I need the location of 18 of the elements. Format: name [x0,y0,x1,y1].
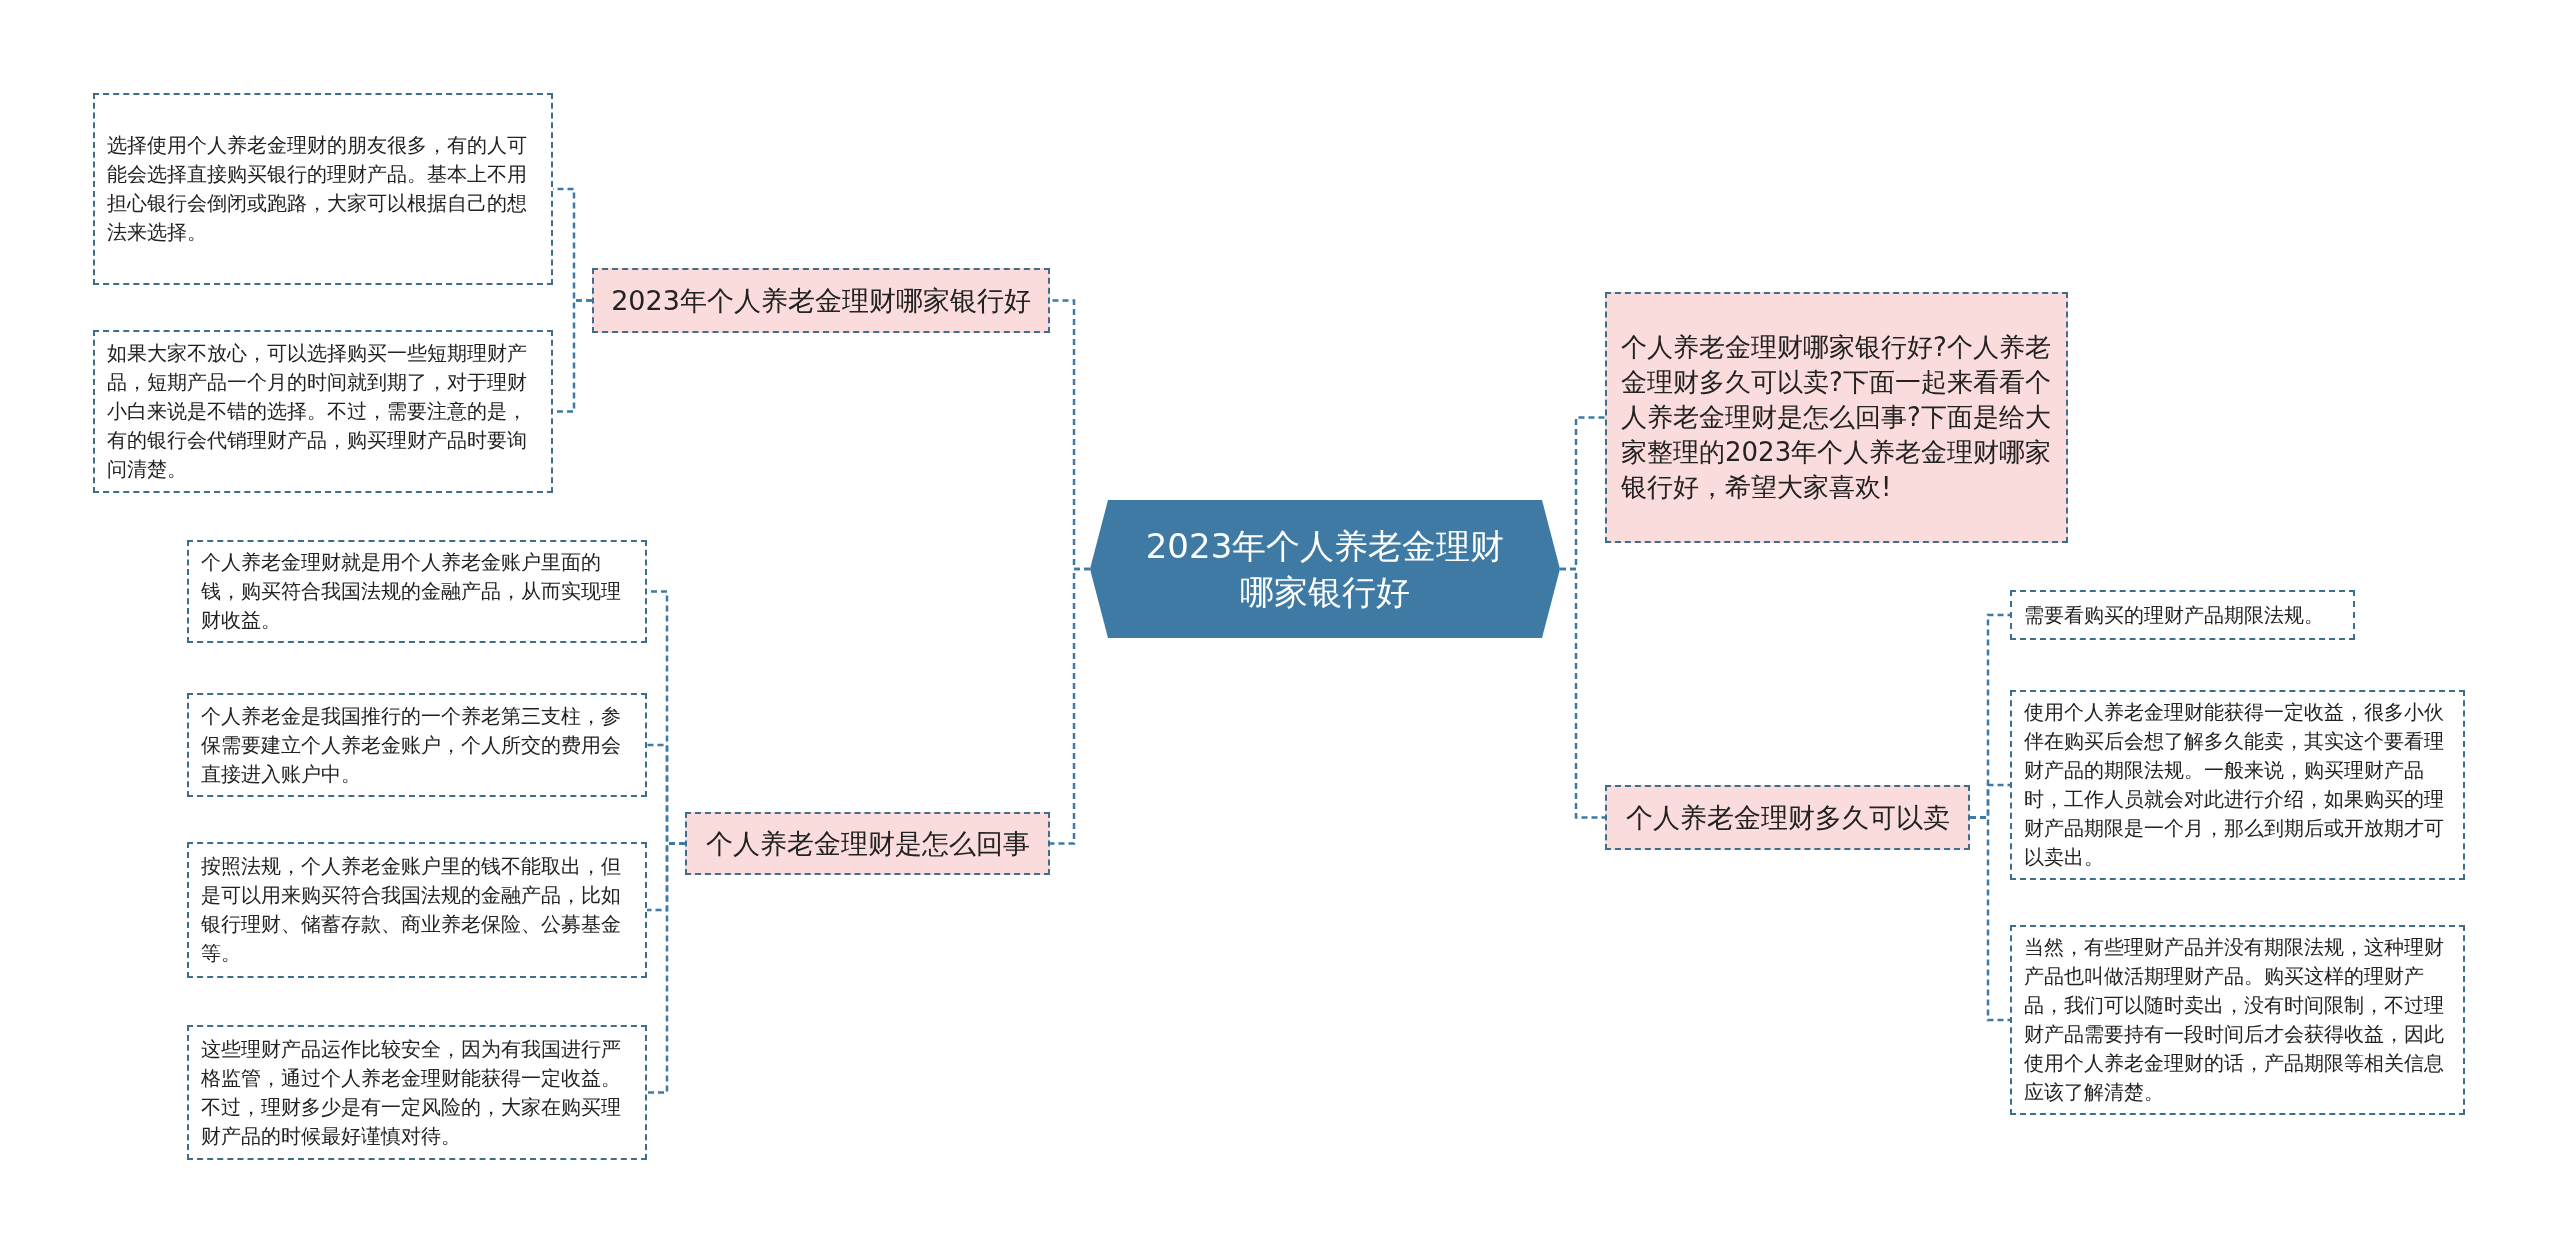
note-box: 需要看购买的理财产品期限法规。 [2010,590,2355,640]
note-box: 个人养老金理财就是用个人养老金账户里面的钱，购买符合我国法规的金融产品，从而实现理财收益。 [187,540,647,643]
topic-box: 2023年个人养老金理财哪家银行好 [592,268,1050,333]
connector-line [1560,567,1605,819]
topic-box: 个人养老金理财是怎么回事 [685,812,1050,875]
topic-box: 个人养老金理财多久可以卖 [1605,785,1970,850]
topic-box: 个人养老金理财哪家银行好?个人养老金理财多久可以卖?下面一起来看看个人养老金理财是怎么回事?下面是给大家整理的2023年个人养老金理财哪家银行好，希望大家喜欢! [1605,292,2068,543]
note-box: 按照法规，个人养老金账户里的钱不能取出，但是可以用来购买符合我国法规的金融产品，比如银行理财、储蓄存款、商业养老保险、公募基金等。 [187,842,647,978]
note-box: 如果大家不放心，可以选择购买一些短期理财产品，短期产品一个月的时间就到期了，对于理财小白来说是不错的选择。不过，需要注意的是，有的银行会代销理财产品，购买理财产品时要询问清楚。 [93,330,553,493]
note-box: 个人养老金是我国推行的一个养老第三支柱，参保需要建立个人养老金账户，个人所交的费用会直接进入账户中。 [187,693,647,797]
connector-line [1050,567,1090,845]
note-box: 使用个人养老金理财能获得一定收益，很多小伙伴在购买后会想了解多久能卖，其实这个要看理财产品的期限法规。一般来说，购买理财产品时，工作人员就会对此进行介绍，如果购买的理财产品期限是一个月，那么到期后或开放期才可以卖出。 [2010,690,2465,880]
central-topic: 2023年个人养老金理财哪家银行好 [1090,500,1560,638]
note-box: 当然，有些理财产品并没有期限法规，这种理财产品也叫做活期理财产品。购买这样的理财产品，我们可以随时卖出，没有时间限制，不过理财产品需要持有一段时间后才会获得收益，因此使用个人养老金理财的话，产品期限等相关信息应该了解清楚。 [2010,925,2465,1115]
note-box: 选择使用个人养老金理财的朋友很多，有的人可能会选择直接购买银行的理财产品。基本上不用担心银行会倒闭或跑路，大家可以根据自己的想法来选择。 [93,93,553,285]
note-box: 这些理财产品运作比较安全，因为有我国进行严格监管，通过个人养老金理财能获得一定收益。不过，理财多少是有一定风险的，大家在购买理财产品的时候最好谨慎对待。 [187,1025,647,1160]
connector-line [647,842,685,1094]
connector-line [1970,816,2010,1022]
